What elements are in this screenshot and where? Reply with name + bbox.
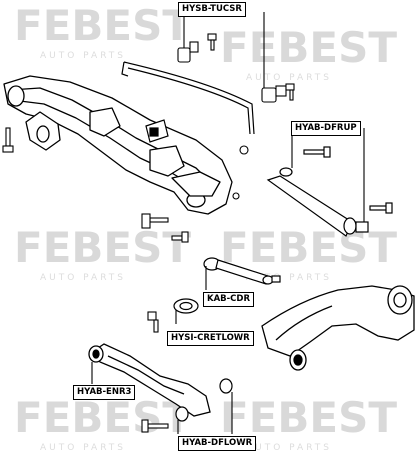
label-hyab-enr3: HYAB-ENR3 — [73, 385, 136, 400]
stabilizer-bar — [121, 61, 255, 135]
lower-control-arm — [88, 343, 211, 417]
watermark-2: FEBEST AUTO PARTS — [220, 23, 397, 83]
label-hyab-dfrup: HYAB-DFRUP — [291, 121, 361, 136]
watermark-tagline: AUTO PARTS — [246, 443, 332, 452]
link-parts — [232, 145, 249, 200]
watermark-brand: FEBEST — [220, 23, 397, 72]
watermark-1: FEBEST AUTO PARTS — [14, 1, 191, 61]
watermark-tagline: AUTO PARTS — [40, 443, 126, 452]
center-bracket — [145, 119, 169, 143]
stabilizer-bushing-parts — [177, 33, 295, 103]
label-hysb-tucsr: HYSB-TUCSR — [178, 2, 246, 17]
watermark-brand: FEBEST — [220, 393, 397, 442]
watermark-tagline: AUTO PARTS — [40, 273, 126, 283]
label-hysi-cretlowr: HYSI-CRETLOWR — [167, 331, 254, 346]
watermark-brand: FEBEST — [14, 393, 191, 442]
label-hyab-dflowr: HYAB-DFLOWR — [178, 436, 257, 451]
lower-bolt — [141, 419, 169, 433]
watermark-brand: FEBEST — [220, 223, 397, 272]
watermark-tagline: AUTO PARTS — [40, 51, 126, 61]
watermark-3: FEBEST AUTO PARTS — [14, 223, 191, 283]
label-kab-cdr: KAB-CDR — [203, 292, 255, 307]
subframe — [3, 75, 233, 215]
watermark-tagline: AUTO PARTS — [246, 73, 332, 83]
watermark-tagline: AUTO PARTS — [246, 273, 332, 283]
small-pin — [147, 311, 159, 333]
watermark-5: FEBEST AUTO PARTS — [14, 393, 191, 452]
knuckle — [261, 285, 415, 371]
watermark-brand: FEBEST — [14, 1, 191, 50]
upper-control-arm — [266, 146, 393, 237]
lower-bushings — [175, 378, 233, 422]
crossmember-bolts — [141, 213, 189, 243]
watermark-group: FEBEST AUTO PARTS FEBEST AUTO PARTS FEBE… — [14, 1, 397, 452]
spring-seat — [173, 298, 199, 314]
watermark-6: FEBEST AUTO PARTS — [220, 393, 397, 452]
lateral-link — [203, 257, 281, 285]
watermark-brand: FEBEST — [14, 223, 191, 272]
bolt-left — [2, 127, 14, 153]
